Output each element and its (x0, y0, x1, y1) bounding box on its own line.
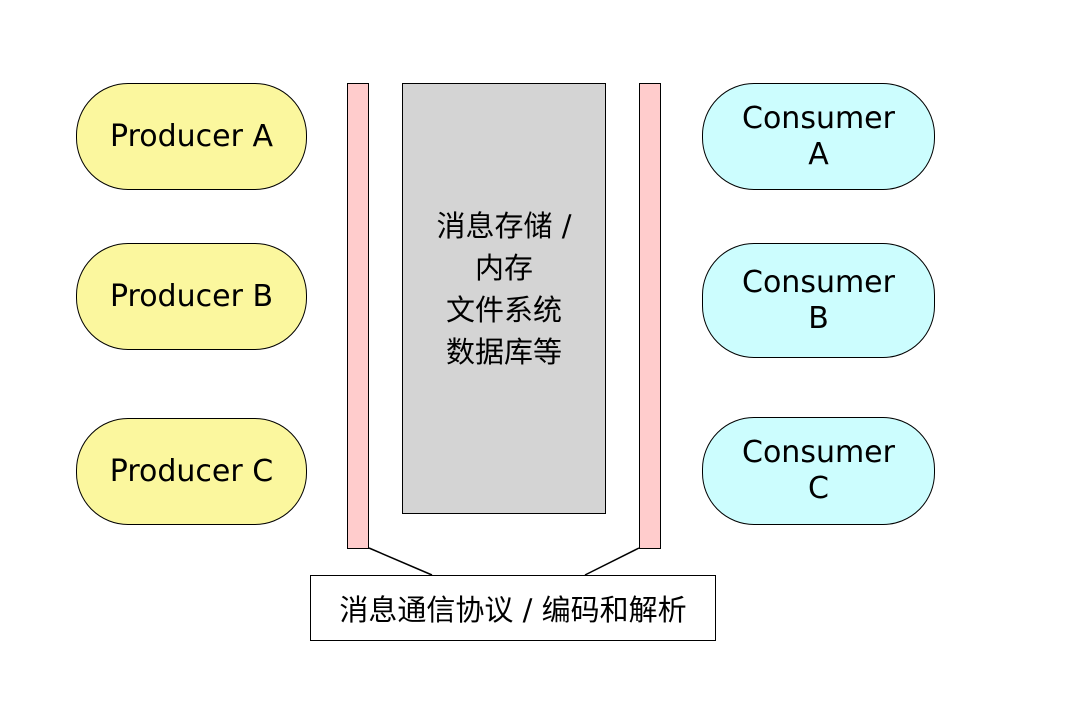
consumer-b: Consumer B (702, 243, 935, 358)
consumer-b-label-line2: B (808, 300, 829, 336)
producer-b: Producer B (76, 243, 307, 350)
producer-b-label: Producer B (109, 278, 274, 314)
consumer-c: Consumer C (702, 417, 935, 525)
consumer-b-label: Consumer B (734, 265, 904, 337)
storage-line-1: 消息存储 / (436, 208, 572, 243)
message-storage-box: 消息存储 / 内存 文件系统 数据库等 (402, 83, 606, 514)
consumer-side-channel (639, 83, 661, 549)
consumer-c-label-line2: C (808, 471, 829, 506)
connector-right (584, 547, 640, 576)
consumer-a-label-line1: Consumer (742, 100, 895, 136)
producer-c-label: Producer C (109, 453, 274, 489)
connector-left (368, 547, 433, 576)
producer-c: Producer C (76, 418, 307, 525)
consumer-c-label-line1: Consumer (742, 435, 895, 470)
consumer-a-label-line2: A (808, 136, 829, 172)
storage-line-2: 内存 (474, 250, 533, 285)
producer-a: Producer A (76, 83, 307, 190)
consumer-b-label-line1: Consumer (742, 264, 895, 300)
protocol-box: 消息通信协议 / 编码和解析 (310, 575, 716, 641)
protocol-label: 消息通信协议 / 编码和解析 (339, 593, 687, 627)
message-storage-text: 消息存储 / 内存 文件系统 数据库等 (437, 205, 572, 373)
producer-side-channel (347, 83, 369, 549)
storage-line-3: 文件系统 (445, 292, 562, 327)
consumer-c-label: Consumer C (734, 435, 904, 507)
producer-a-label: Producer A (110, 118, 273, 154)
storage-line-4: 数据库等 (445, 334, 562, 369)
consumer-a-label: Consumer A (734, 101, 904, 173)
consumer-a: Consumer A (702, 83, 935, 190)
